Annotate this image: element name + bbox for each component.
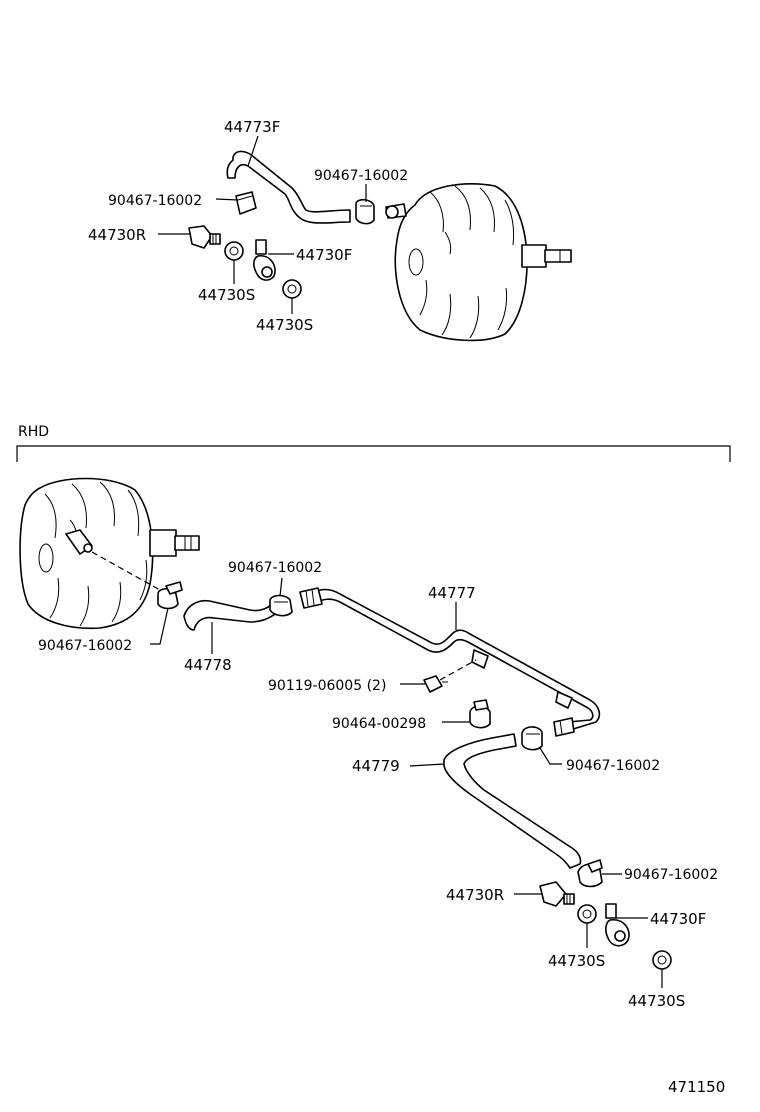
label-44730S-top-b: 44730S [256, 316, 313, 334]
clamp-rhd-booster[interactable] [157, 581, 183, 610]
gasket-44730S-rhd-b[interactable] [652, 950, 672, 970]
label-44730R-top: 44730R [88, 226, 146, 244]
label-clamp-rhd-lower-right: 90467-16002 [624, 867, 718, 883]
label-clamp-top-right: 90467-16002 [314, 168, 408, 184]
clamp-rhd-lower-right[interactable] [577, 859, 603, 888]
gasket-44730S-top-b[interactable] [282, 279, 302, 299]
label-clamp-rhd-mid-right: 90467-16002 [566, 758, 660, 774]
label-44777: 44777 [428, 584, 476, 602]
label-44730F-top: 44730F [296, 246, 352, 264]
rhd-section-title: RHD [18, 424, 49, 440]
label-clamp-rhd-upper: 90467-16002 [228, 560, 322, 576]
vacuum-pipe-44777[interactable] [299, 587, 601, 737]
booster-connection-dashed-line [91, 551, 161, 591]
label-bolt: 90119-06005 (2) [268, 678, 386, 694]
gasket-44730S-rhd-a[interactable] [577, 904, 597, 924]
leader-clamp-top-left [215, 198, 239, 201]
clamp-rhd-upper[interactable] [269, 594, 293, 617]
check-valve-44730R-top[interactable] [188, 225, 221, 249]
clamp-rhd-mid-right[interactable] [521, 726, 543, 751]
hose-44773F-top[interactable] [226, 150, 351, 224]
check-valve-44730R-rhd[interactable] [539, 881, 575, 907]
bolt-dashed-line [439, 659, 477, 681]
hose-44778[interactable] [183, 600, 279, 631]
diagram-number: 471150 [668, 1078, 725, 1096]
hose-44779[interactable] [443, 733, 582, 869]
rhd-assembly: RHD [16, 424, 731, 1010]
clamp-top-left[interactable] [235, 191, 257, 215]
label-44730F-rhd: 44730F [650, 910, 706, 928]
label-44779: 44779 [352, 757, 400, 775]
label-44773F-top: 44773F [224, 118, 280, 136]
leader-clamp-rhd-booster [150, 607, 169, 645]
label-44730S-rhd-a: 44730S [548, 952, 605, 970]
check-valve-44730F-rhd[interactable] [605, 903, 630, 947]
label-clamp-90464: 90464-00298 [332, 716, 426, 732]
label-44730R-rhd: 44730R [446, 886, 504, 904]
label-clamp-rhd-booster: 90467-16002 [38, 638, 132, 654]
label-44730S-rhd-b: 44730S [628, 992, 685, 1010]
leader-clamp-rhd-mid-right [539, 747, 562, 765]
label-clamp-top-left: 90467-16002 [108, 193, 202, 209]
leader-clamp-rhd-upper [279, 577, 283, 597]
gasket-44730S-top-a[interactable] [224, 241, 244, 261]
label-44778: 44778 [184, 656, 232, 674]
leader-44779 [409, 763, 445, 767]
clamp-top-right[interactable] [355, 198, 375, 225]
bolt-90119-06005[interactable] [423, 659, 477, 693]
check-valve-44730F-top[interactable] [253, 239, 276, 281]
clamp-90464-00298[interactable] [469, 699, 491, 729]
label-44730S-top-a: 44730S [198, 286, 255, 304]
rhd-section-bracket [16, 445, 731, 462]
brake-booster-top[interactable] [385, 183, 572, 342]
top-assembly: 44773F 90467-16002 90467-16002 44730R 44… [88, 118, 572, 342]
leader-44773F-top [247, 135, 259, 167]
brake-booster-rhd[interactable] [19, 477, 200, 630]
